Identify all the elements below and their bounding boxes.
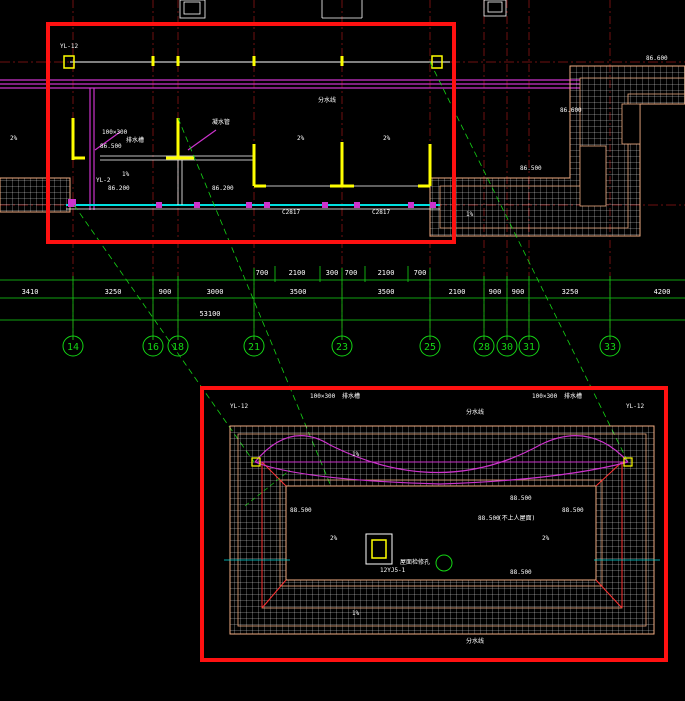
gutter-band (0, 79, 580, 210)
slope: 2% (297, 135, 305, 142)
dim-text: 900 (159, 288, 172, 296)
tag: 分水线 (466, 408, 484, 416)
axis-label: 23 (336, 342, 348, 353)
sub-dim: 700 (345, 269, 358, 277)
sub-dim: 300 (326, 269, 339, 277)
top-plan-labels: C2817 C2817 86.500 86.200 86.200 YL-12 Y… (10, 43, 474, 218)
level-tag: 86.600 (560, 107, 582, 114)
sub-dim: 2100 (289, 269, 306, 277)
main-dimension-texts: 3410 3250 900 3000 3500 3500 2100 900 90… (22, 288, 671, 318)
axis-label: 14 (67, 342, 79, 353)
dim-total: 53100 (199, 310, 220, 318)
tag: 分水线 (466, 637, 484, 645)
dim-text: 3000 (207, 288, 224, 296)
axis-label: 30 (501, 342, 513, 353)
slope: 1% (466, 211, 474, 218)
window-tag: C2817 (282, 209, 300, 216)
dim-text: 3500 (378, 288, 395, 296)
axis-label: 21 (248, 342, 260, 353)
tag: YL-12 (60, 43, 78, 50)
axis-label: 31 (523, 342, 535, 353)
axis-bubble-labels: 14 16 18 21 23 25 28 30 31 33 (67, 342, 616, 353)
tag: 100×300 (310, 393, 336, 400)
top-fragments (179, 0, 507, 19)
sub-dim: 700 (256, 269, 269, 277)
level-tag: 86.200 (212, 185, 234, 192)
dim-text: 3500 (290, 288, 307, 296)
axis-label: 28 (478, 342, 490, 353)
dim-text: 2100 (449, 288, 466, 296)
dim-text: 3250 (105, 288, 122, 296)
axis-bubbles (62, 335, 621, 357)
note: 12YJ5-1 (380, 567, 406, 574)
tag: 100×300 (102, 129, 128, 136)
slope: 2% (383, 135, 391, 142)
level-tag: 88.500 (562, 507, 584, 514)
tag: YL-12 (626, 403, 644, 410)
dim-text: 900 (512, 288, 525, 296)
window-tag: C2817 (372, 209, 390, 216)
tag: 排水槽 (126, 136, 144, 144)
slope: 2% (542, 535, 550, 542)
sub-dim: 2100 (378, 269, 395, 277)
slope: 1% (352, 451, 360, 458)
sub-dimension-texts: 700 2100 300 700 2100 700 (256, 269, 427, 277)
tag: YL-12 (230, 403, 248, 410)
roof-detail (224, 425, 660, 635)
dim-text: 3410 (22, 288, 39, 296)
roof-detail-labels: YL-12 100×300 排水槽 YL-12 100×300 排水槽 分水线 … (230, 392, 644, 645)
level-tag: 86.500 (100, 143, 122, 150)
note: (不上人屋面) (498, 514, 535, 522)
highlight-frame-bottom (200, 386, 668, 662)
slope: 1% (352, 610, 360, 617)
dimension-lines (0, 266, 685, 340)
level-tag: 88.500 (290, 507, 312, 514)
level-tag: 86.200 (108, 185, 130, 192)
axis-label: 18 (172, 342, 184, 353)
slope: 2% (10, 135, 18, 142)
slope: 1% (122, 171, 130, 178)
tag: 排水槽 (564, 392, 582, 400)
level-tag: 88.500 (510, 569, 532, 576)
level-tag: 86.600 (646, 55, 668, 62)
right-roof-block (429, 65, 685, 237)
left-roof-strip (0, 177, 71, 213)
axis-label: 25 (424, 342, 436, 353)
sub-dim: 700 (414, 269, 427, 277)
tag: 100×300 (532, 393, 558, 400)
tag: 排水槽 (342, 392, 360, 400)
dim-text: 4200 (654, 288, 671, 296)
note: 屋面检修孔 (400, 558, 430, 566)
level-tag: 88.500 (478, 515, 500, 522)
dim-text: 900 (489, 288, 502, 296)
tag: 凝水管 (212, 118, 230, 126)
top-plan-structure (63, 55, 450, 210)
dim-text: 3250 (562, 288, 579, 296)
right-block-labels: 86.500 86.600 86.600 (520, 55, 668, 172)
highlight-frame-top (46, 22, 456, 244)
slope: 2% (330, 535, 338, 542)
axis-label: 16 (147, 342, 159, 353)
level-tag: 88.500 (510, 495, 532, 502)
tag: 分水线 (318, 96, 336, 104)
tag: YL-2 (96, 177, 111, 184)
level-tag: 86.500 (520, 165, 542, 172)
axis-label: 33 (604, 342, 616, 353)
